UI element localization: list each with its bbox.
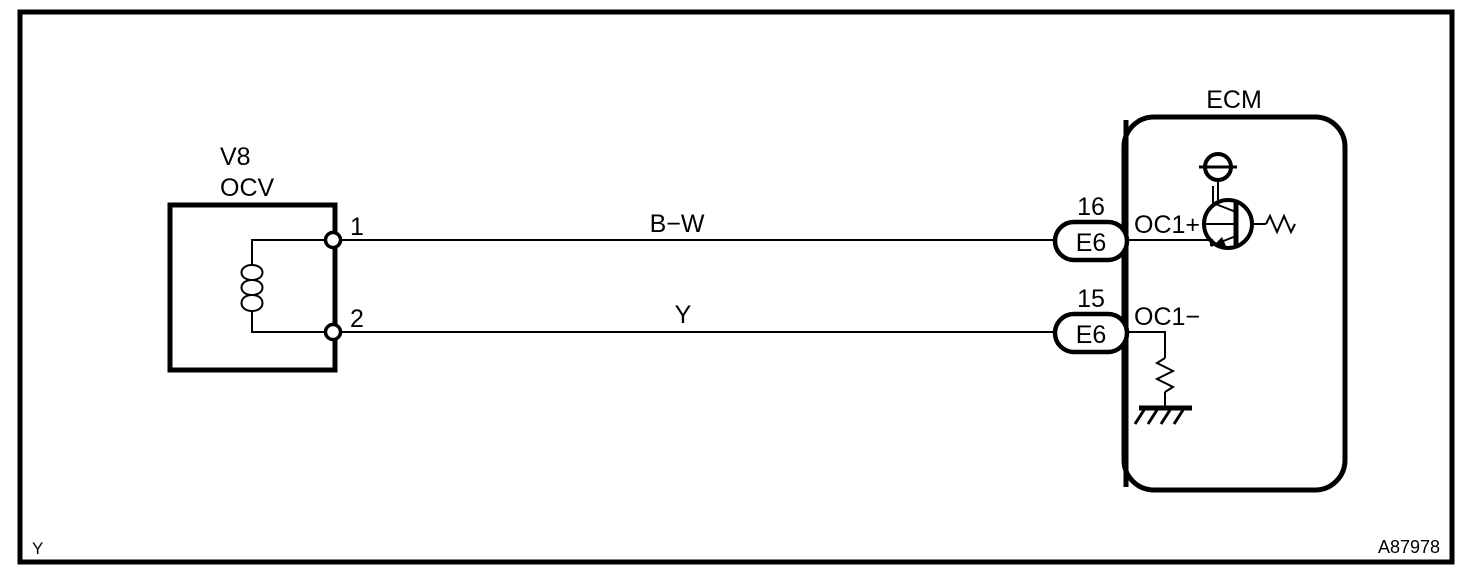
ocv-label-line1: V8 (220, 143, 251, 171)
ecm-oc1minus-internal-lead (1126, 331, 1166, 358)
ocv-pin-1-label: 1 (350, 213, 364, 241)
wire-label-y: Y (675, 301, 692, 329)
ocv-pin-1-terminal (323, 230, 343, 250)
ocv-component-box (167, 202, 338, 373)
ocv-coil-bottom-lead (251, 311, 332, 333)
wire-label-bw: B−W (650, 210, 705, 238)
ocv-pin-2-label: 2 (350, 305, 364, 333)
connector-label-e6-upper: E6 (1076, 229, 1107, 257)
figure-id-label: A87978 (1378, 537, 1440, 557)
connector-pin-number-15: 15 (1077, 285, 1105, 313)
ocv-coil-top-lead (251, 239, 332, 265)
ecm-title-label: ECM (1206, 86, 1262, 114)
corner-label: Y (32, 539, 43, 558)
transistor-icon (1202, 186, 1254, 250)
ecm-terminal-label-oc1-minus: OC1− (1134, 303, 1200, 331)
ocv-label-line2: OCV (220, 174, 275, 202)
power-supply-circle-icon (1199, 152, 1237, 200)
resistor-vertical-icon (1154, 357, 1176, 393)
solenoid-coil-icon (240, 264, 264, 312)
chassis-ground-icon (1133, 405, 1192, 425)
diagram-border (17, 9, 1455, 565)
resistor-horizontal-icon (1252, 213, 1296, 235)
ocv-pin-2-terminal (323, 322, 343, 342)
ecm-terminal-label-oc1-plus: OC1+ (1134, 211, 1200, 239)
connector-pin-number-16: 16 (1077, 193, 1105, 221)
connector-label-e6-lower: E6 (1076, 321, 1107, 349)
